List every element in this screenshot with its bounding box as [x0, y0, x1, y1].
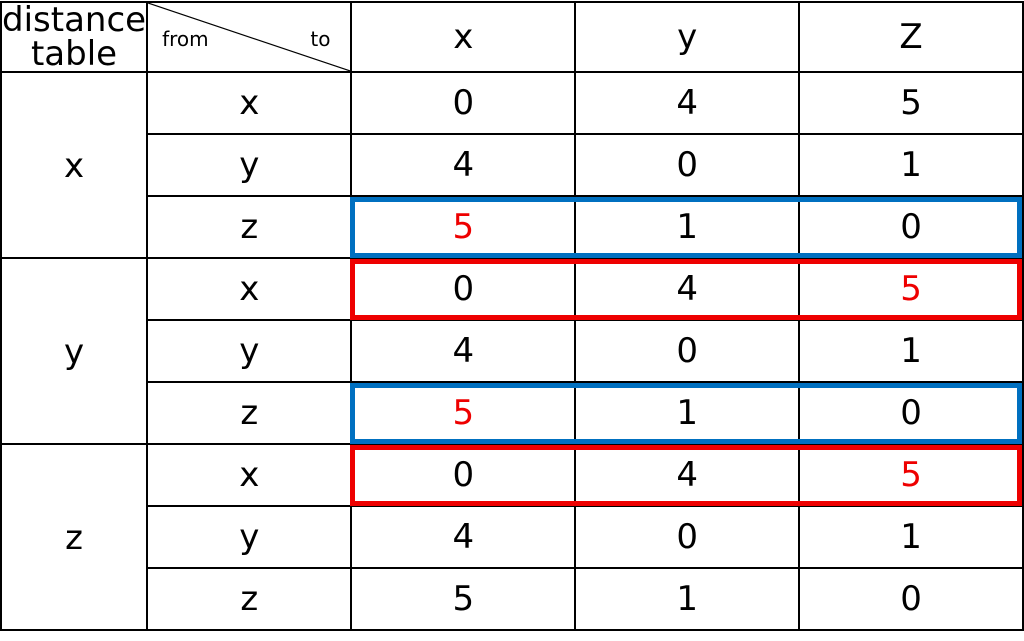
- distance-value: 1: [574, 381, 801, 445]
- from-node-label: y: [146, 133, 353, 197]
- distance-value: 1: [798, 319, 1024, 383]
- from-node-label: z: [146, 195, 353, 259]
- distance-value: 0: [350, 257, 577, 321]
- from-node-label: x: [146, 71, 353, 135]
- distance-value: 5: [350, 381, 577, 445]
- group-label-cell: y: [0, 257, 149, 445]
- distance-value: 1: [574, 567, 801, 631]
- distance-value: 5: [350, 567, 577, 631]
- distance-value: 0: [798, 195, 1024, 259]
- from-label: from: [162, 27, 209, 51]
- from-node-label: y: [146, 505, 353, 569]
- distance-value: 5: [798, 71, 1024, 135]
- distance-value: 4: [350, 133, 577, 197]
- distance-value: 1: [798, 133, 1024, 197]
- distance-value: 0: [798, 381, 1024, 445]
- distance-value: 5: [350, 195, 577, 259]
- distance-value: 0: [574, 505, 801, 569]
- distance-value: 0: [574, 133, 801, 197]
- from-node-label: z: [146, 567, 353, 631]
- distance-value: 4: [574, 443, 801, 507]
- distance-value: 4: [574, 71, 801, 135]
- from-node-label: x: [146, 443, 353, 507]
- corner-title: distance table: [0, 0, 149, 74]
- group-label-cell: x: [0, 71, 149, 259]
- from-node-label: y: [146, 319, 353, 383]
- to-label: to: [310, 27, 331, 51]
- from-to-header-cell: from to: [146, 1, 353, 73]
- distance-value: 0: [350, 71, 577, 135]
- distance-value: 4: [350, 319, 577, 383]
- from-node-label: z: [146, 381, 353, 445]
- group-label: y: [63, 332, 85, 372]
- column-header: Z: [798, 1, 1024, 73]
- from-node-label: x: [146, 257, 353, 321]
- group-label: x: [63, 146, 85, 186]
- distance-value: 4: [574, 257, 801, 321]
- distance-value: 4: [350, 505, 577, 569]
- distance-value: 5: [798, 257, 1024, 321]
- distance-value: 1: [798, 505, 1024, 569]
- distance-value: 5: [798, 443, 1024, 507]
- distance-value: 0: [574, 319, 801, 383]
- column-header: x: [350, 1, 577, 73]
- distance-value: 0: [350, 443, 577, 507]
- group-label: z: [65, 518, 83, 558]
- diagonal-divider: [148, 3, 350, 71]
- column-header: y: [574, 1, 801, 73]
- distance-value: 1: [574, 195, 801, 259]
- group-label-cell: z: [0, 443, 149, 631]
- distance-value: 0: [798, 567, 1024, 631]
